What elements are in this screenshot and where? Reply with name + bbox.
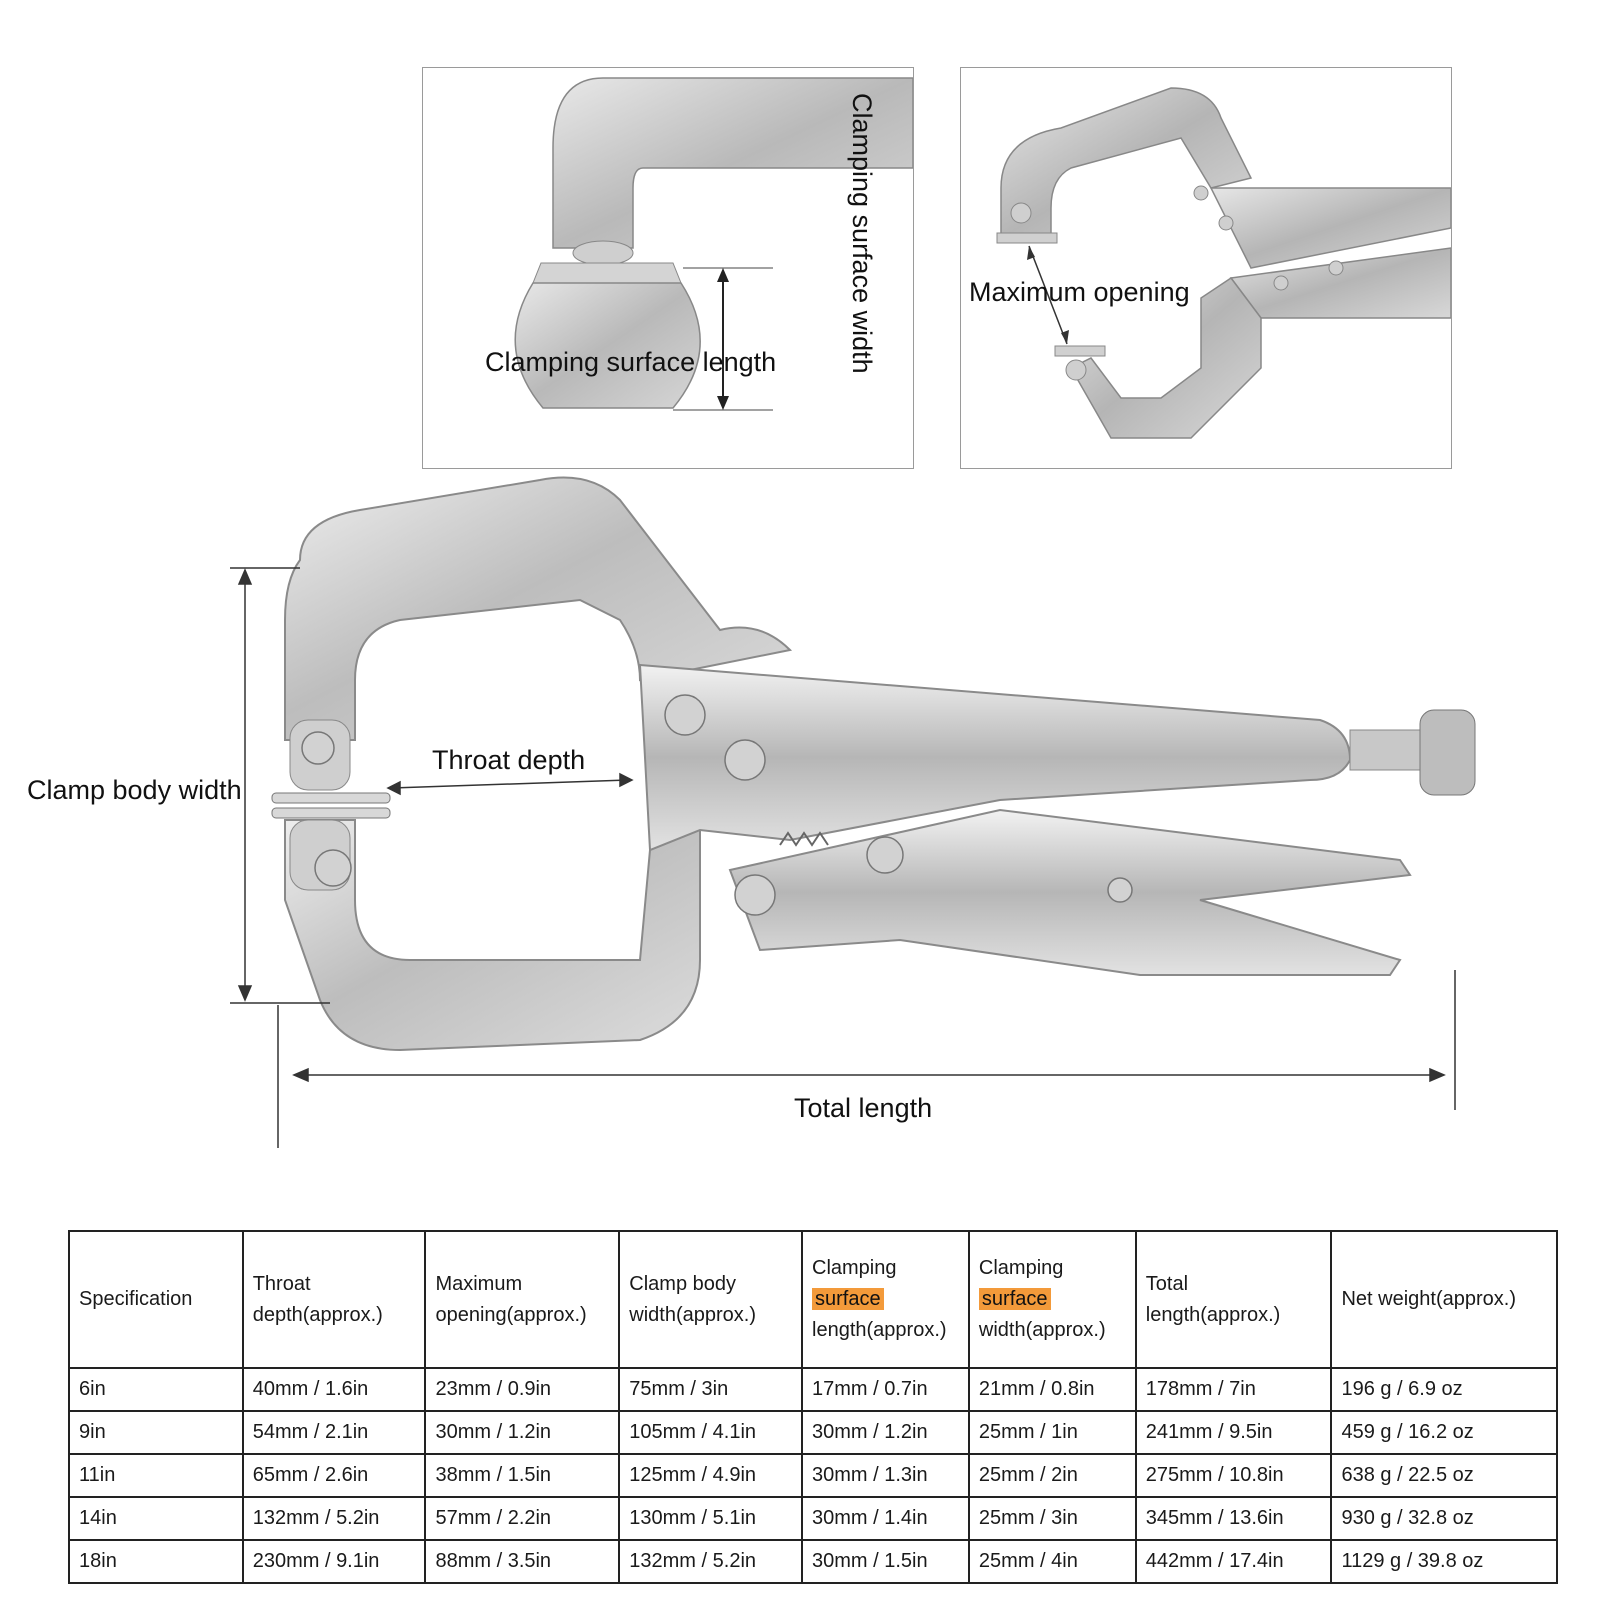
spec-value-cell: 75mm / 3in xyxy=(618,1367,804,1412)
header-text: Clamping xyxy=(812,1257,897,1279)
clamp-pad-closeup: Clamping surface length Clamping surface… xyxy=(422,67,914,469)
column-header: Clamping surface length(approx.) xyxy=(801,1230,970,1369)
column-header: Clamping surface width(approx.) xyxy=(967,1230,1137,1369)
spec-value-cell: 30mm / 1.2in xyxy=(801,1410,970,1455)
spec-value-cell: 25mm / 4in xyxy=(967,1539,1137,1584)
spec-value-cell: 459 g / 16.2 oz xyxy=(1330,1410,1558,1455)
total-length-label: Total length xyxy=(794,1093,933,1123)
header-text: length(approx.) xyxy=(812,1319,947,1341)
clamping-surface-width-label: Clamping surface width xyxy=(847,93,877,374)
spec-value-cell: 23mm / 0.9in xyxy=(424,1367,621,1412)
adjust-knob xyxy=(1419,709,1476,796)
spec-size-cell: 14in xyxy=(68,1496,244,1541)
spec-value-cell: 38mm / 1.5in xyxy=(424,1453,621,1498)
spec-value-cell: 30mm / 1.2in xyxy=(424,1410,621,1455)
adjust-screw xyxy=(1349,729,1431,771)
spec-value-cell: 30mm / 1.3in xyxy=(801,1453,970,1498)
spec-value-cell: 230mm / 9.1in xyxy=(241,1539,427,1584)
spec-value-cell: 196 g / 6.9 oz xyxy=(1330,1367,1558,1412)
locking-clamp-diagram xyxy=(230,476,1476,1148)
spec-value-cell: 178mm / 7in xyxy=(1134,1367,1333,1412)
header-text: Maximum xyxy=(435,1272,523,1295)
column-header: Clamp body width(approx.) xyxy=(618,1230,804,1369)
spec-value-cell: 21mm / 0.8in xyxy=(967,1367,1137,1412)
spec-value-cell: 25mm / 1in xyxy=(967,1410,1137,1455)
spec-value-cell: 442mm / 17.4in xyxy=(1134,1539,1333,1584)
column-header: Net weight(approx.) xyxy=(1330,1230,1558,1369)
throat-depth-label: Throat depth xyxy=(432,745,586,775)
column-header: Specification xyxy=(68,1230,244,1369)
header-text: Clamping xyxy=(978,1257,1064,1279)
clamp-body-width-label: Clamp body width xyxy=(27,775,242,805)
spec-size-cell: 18in xyxy=(68,1539,244,1584)
spec-size-cell: 11in xyxy=(68,1453,244,1498)
header-text: width(approx.) xyxy=(629,1303,756,1326)
spec-value-cell: 130mm / 5.1in xyxy=(618,1496,804,1541)
spec-value-cell: 345mm / 13.6in xyxy=(1134,1496,1333,1541)
c-frame-lower xyxy=(284,819,701,1052)
pad-face-bottom xyxy=(271,807,391,819)
pad-face-top xyxy=(271,792,391,804)
column-header: Maximum opening(approx.) xyxy=(424,1230,621,1369)
spec-value-cell: 1129 g / 39.8 oz xyxy=(1330,1539,1558,1584)
max-opening-illustration xyxy=(996,87,1451,439)
spec-value-cell: 88mm / 3.5in xyxy=(424,1539,621,1584)
upper-handle xyxy=(638,663,1352,852)
header-text: Clamp body xyxy=(629,1272,736,1295)
header-text: length(approx.) xyxy=(1145,1303,1281,1326)
header-text: Throat xyxy=(252,1272,311,1295)
spec-size-cell: 6in xyxy=(68,1367,244,1412)
header-text: Net weight(approx.) xyxy=(1341,1288,1516,1310)
spec-value-cell: 105mm / 4.1in xyxy=(618,1410,804,1455)
header-text: Total xyxy=(1145,1272,1189,1295)
highlighted-header-word: surface xyxy=(812,1288,884,1310)
spec-value-cell: 40mm / 1.6in xyxy=(241,1367,427,1412)
header-text: width(approx.) xyxy=(978,1319,1106,1341)
header-text: depth(approx.) xyxy=(252,1303,383,1326)
spec-value-cell: 125mm / 4.9in xyxy=(618,1453,804,1498)
column-header: Throat depth(approx.) xyxy=(241,1230,427,1369)
maximum-opening-label: Maximum opening xyxy=(969,277,1190,307)
spring xyxy=(779,831,829,847)
highlighted-header-word: surface xyxy=(978,1288,1051,1310)
header-text: opening(approx.) xyxy=(435,1303,587,1326)
spec-value-cell: 30mm / 1.5in xyxy=(801,1539,970,1584)
spec-size-cell: 9in xyxy=(68,1410,244,1455)
spec-value-cell: 132mm / 5.2in xyxy=(618,1539,804,1584)
spec-value-cell: 17mm / 0.7in xyxy=(801,1367,970,1412)
spec-value-cell: 25mm / 3in xyxy=(967,1496,1137,1541)
spec-value-cell: 132mm / 5.2in xyxy=(241,1496,427,1541)
max-opening-closeup: Maximum opening xyxy=(960,67,1452,469)
clamp-pad-illustration xyxy=(514,77,913,411)
spec-value-cell: 275mm / 10.8in xyxy=(1134,1453,1333,1498)
header-text: Specification xyxy=(79,1288,193,1310)
spec-value-cell: 930 g / 32.8 oz xyxy=(1330,1496,1558,1541)
spec-value-cell: 638 g / 22.5 oz xyxy=(1330,1453,1558,1498)
spec-value-cell: 57mm / 2.2in xyxy=(424,1496,621,1541)
spec-value-cell: 241mm / 9.5in xyxy=(1134,1410,1333,1455)
lower-handle xyxy=(728,808,1412,976)
column-header: Total length(approx.) xyxy=(1134,1230,1333,1369)
spec-value-cell: 30mm / 1.4in xyxy=(801,1496,970,1541)
spec-value-cell: 65mm / 2.6in xyxy=(241,1453,427,1498)
specification-table: Specification Throat depth(approx.) Maximum… xyxy=(68,1230,1558,1584)
table-header-row: Specification Throat depth(approx.) Maximum… xyxy=(68,1230,1558,1369)
spec-value-cell: 25mm / 2in xyxy=(967,1453,1137,1498)
spec-value-cell: 54mm / 2.1in xyxy=(241,1410,427,1455)
clamping-surface-length-label: Clamping surface length xyxy=(485,347,777,377)
